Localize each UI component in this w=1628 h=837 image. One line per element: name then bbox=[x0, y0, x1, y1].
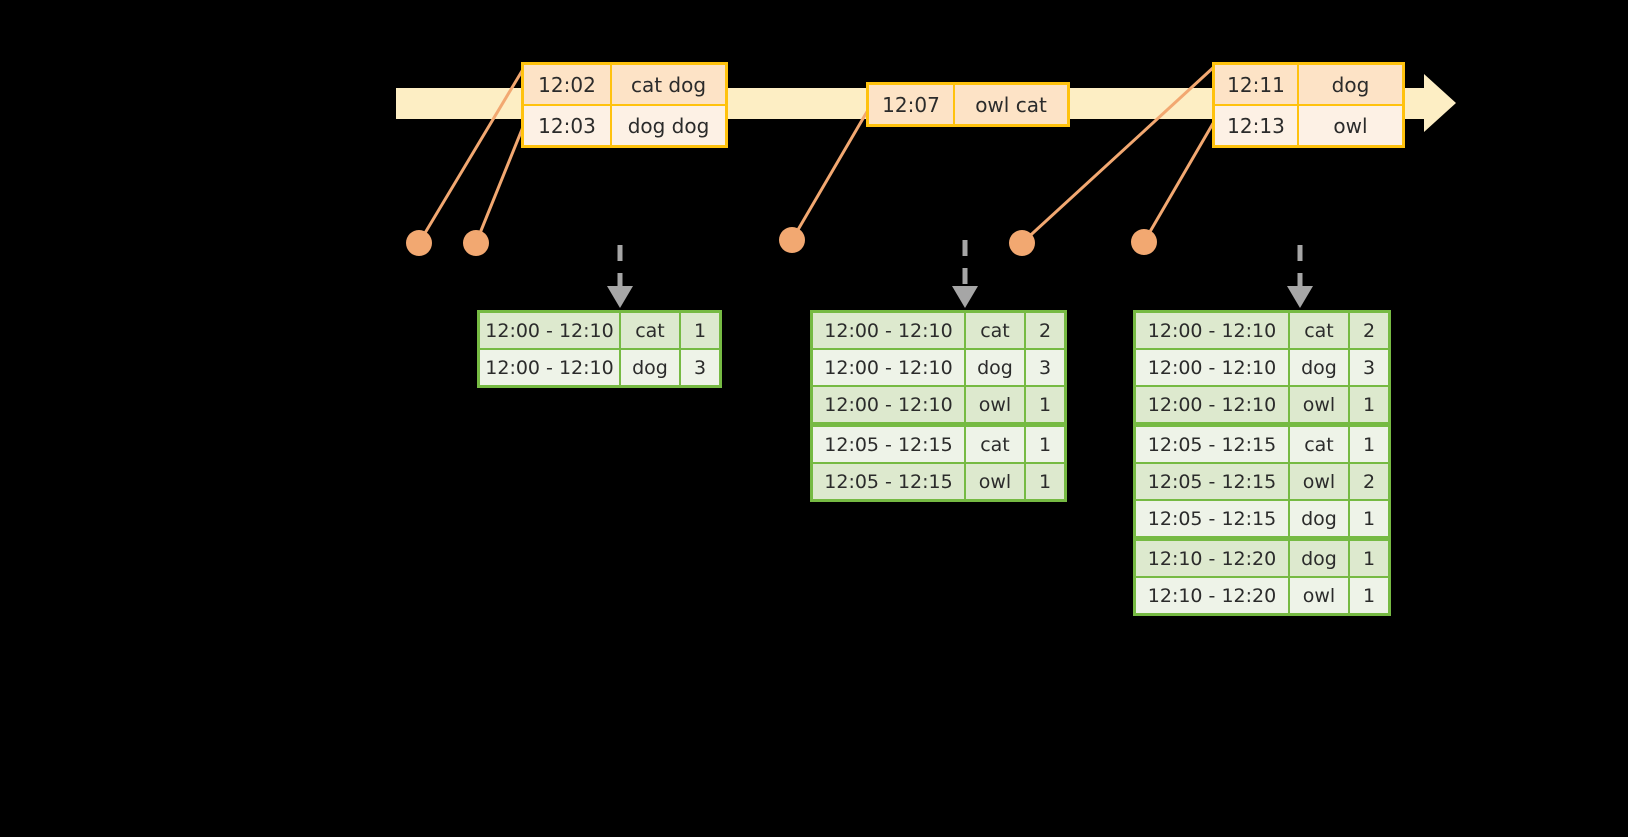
cell-word: dog bbox=[966, 350, 1024, 385]
cell-word: owl bbox=[966, 464, 1024, 499]
cell-window: 12:00 - 12:10 bbox=[813, 350, 964, 385]
cell-count: 1 bbox=[1026, 464, 1064, 499]
cell-count: 1 bbox=[1350, 427, 1388, 462]
event-words: dog bbox=[1299, 65, 1402, 104]
event-row: 12:03 dog dog bbox=[524, 106, 725, 145]
timeline-arrowhead-icon bbox=[1424, 74, 1456, 132]
cell-word: dog bbox=[621, 350, 679, 385]
cell-word: dog bbox=[1290, 350, 1348, 385]
cell-count: 1 bbox=[1026, 387, 1064, 422]
cell-count: 2 bbox=[1350, 464, 1388, 499]
event-box-1[interactable]: 12:02 cat dog 12:03 dog dog bbox=[521, 62, 728, 148]
event-words: owl bbox=[1299, 106, 1402, 145]
cell-window: 12:00 - 12:10 bbox=[480, 350, 619, 385]
cell-word: cat bbox=[966, 427, 1024, 462]
cell-word: owl bbox=[1290, 387, 1348, 422]
cell-count: 3 bbox=[1026, 350, 1064, 385]
cell-word: cat bbox=[621, 313, 679, 348]
event-time: 12:02 bbox=[524, 65, 610, 104]
event-row: 12:11 dog bbox=[1215, 65, 1402, 104]
event-dot-1 bbox=[406, 230, 432, 256]
event-words: dog dog bbox=[612, 106, 725, 145]
event-time: 12:13 bbox=[1215, 106, 1297, 145]
cell-window: 12:00 - 12:10 bbox=[1136, 387, 1288, 422]
event-words: owl cat bbox=[955, 85, 1067, 124]
cell-count: 1 bbox=[1026, 427, 1064, 462]
cell-word: cat bbox=[966, 313, 1024, 348]
cell-window: 12:00 - 12:10 bbox=[1136, 350, 1288, 385]
cell-window: 12:00 - 12:10 bbox=[813, 387, 964, 422]
event-box-2[interactable]: 12:07 owl cat bbox=[866, 82, 1070, 127]
cell-word: cat bbox=[1290, 427, 1348, 462]
cell-word: dog bbox=[1290, 541, 1348, 576]
cell-word: cat bbox=[1290, 313, 1348, 348]
connector-line-3 bbox=[790, 109, 870, 241]
cell-count: 3 bbox=[681, 350, 719, 385]
cell-window: 12:05 - 12:15 bbox=[1136, 464, 1288, 499]
event-dot-2 bbox=[463, 230, 489, 256]
cell-word: owl bbox=[966, 387, 1024, 422]
down-arrow-3-head-icon bbox=[1287, 286, 1313, 308]
connector-line-2 bbox=[474, 121, 527, 244]
cell-window: 12:00 - 12:10 bbox=[1136, 313, 1288, 348]
connector-line-5 bbox=[1142, 119, 1217, 243]
event-row: 12:02 cat dog bbox=[524, 65, 725, 104]
event-dot-4 bbox=[1009, 230, 1035, 256]
event-dot-3 bbox=[779, 227, 805, 253]
down-arrow-1-head-icon bbox=[607, 286, 633, 308]
cell-window: 12:05 - 12:15 bbox=[813, 427, 964, 462]
event-box-3[interactable]: 12:11 dog 12:13 owl bbox=[1212, 62, 1405, 148]
cell-window: 12:10 - 12:20 bbox=[1136, 578, 1288, 613]
cell-window: 12:05 - 12:15 bbox=[1136, 427, 1288, 462]
event-row: 12:13 owl bbox=[1215, 106, 1402, 145]
down-arrow-2-head-icon bbox=[952, 286, 978, 308]
cell-word: owl bbox=[1290, 464, 1348, 499]
event-dot-5 bbox=[1131, 229, 1157, 255]
cell-word: owl bbox=[1290, 578, 1348, 613]
cell-window: 12:10 - 12:20 bbox=[1136, 541, 1288, 576]
event-time: 12:07 bbox=[869, 85, 953, 124]
cell-count: 1 bbox=[1350, 501, 1388, 536]
event-words: cat dog bbox=[612, 65, 725, 104]
event-time: 12:11 bbox=[1215, 65, 1297, 104]
cell-count: 1 bbox=[1350, 541, 1388, 576]
event-time: 12:03 bbox=[524, 106, 610, 145]
cell-count: 1 bbox=[1350, 578, 1388, 613]
event-row: 12:07 owl cat bbox=[869, 85, 1067, 124]
cell-window: 12:00 - 12:10 bbox=[813, 313, 964, 348]
cell-count: 3 bbox=[1350, 350, 1388, 385]
cell-count: 1 bbox=[681, 313, 719, 348]
cell-window: 12:05 - 12:15 bbox=[813, 464, 964, 499]
cell-count: 1 bbox=[1350, 387, 1388, 422]
cell-window: 12:05 - 12:15 bbox=[1136, 501, 1288, 536]
cell-count: 2 bbox=[1026, 313, 1064, 348]
down-arrows-group bbox=[607, 240, 1313, 308]
cell-window: 12:00 - 12:10 bbox=[480, 313, 619, 348]
cell-word: dog bbox=[1290, 501, 1348, 536]
cell-count: 2 bbox=[1350, 313, 1388, 348]
